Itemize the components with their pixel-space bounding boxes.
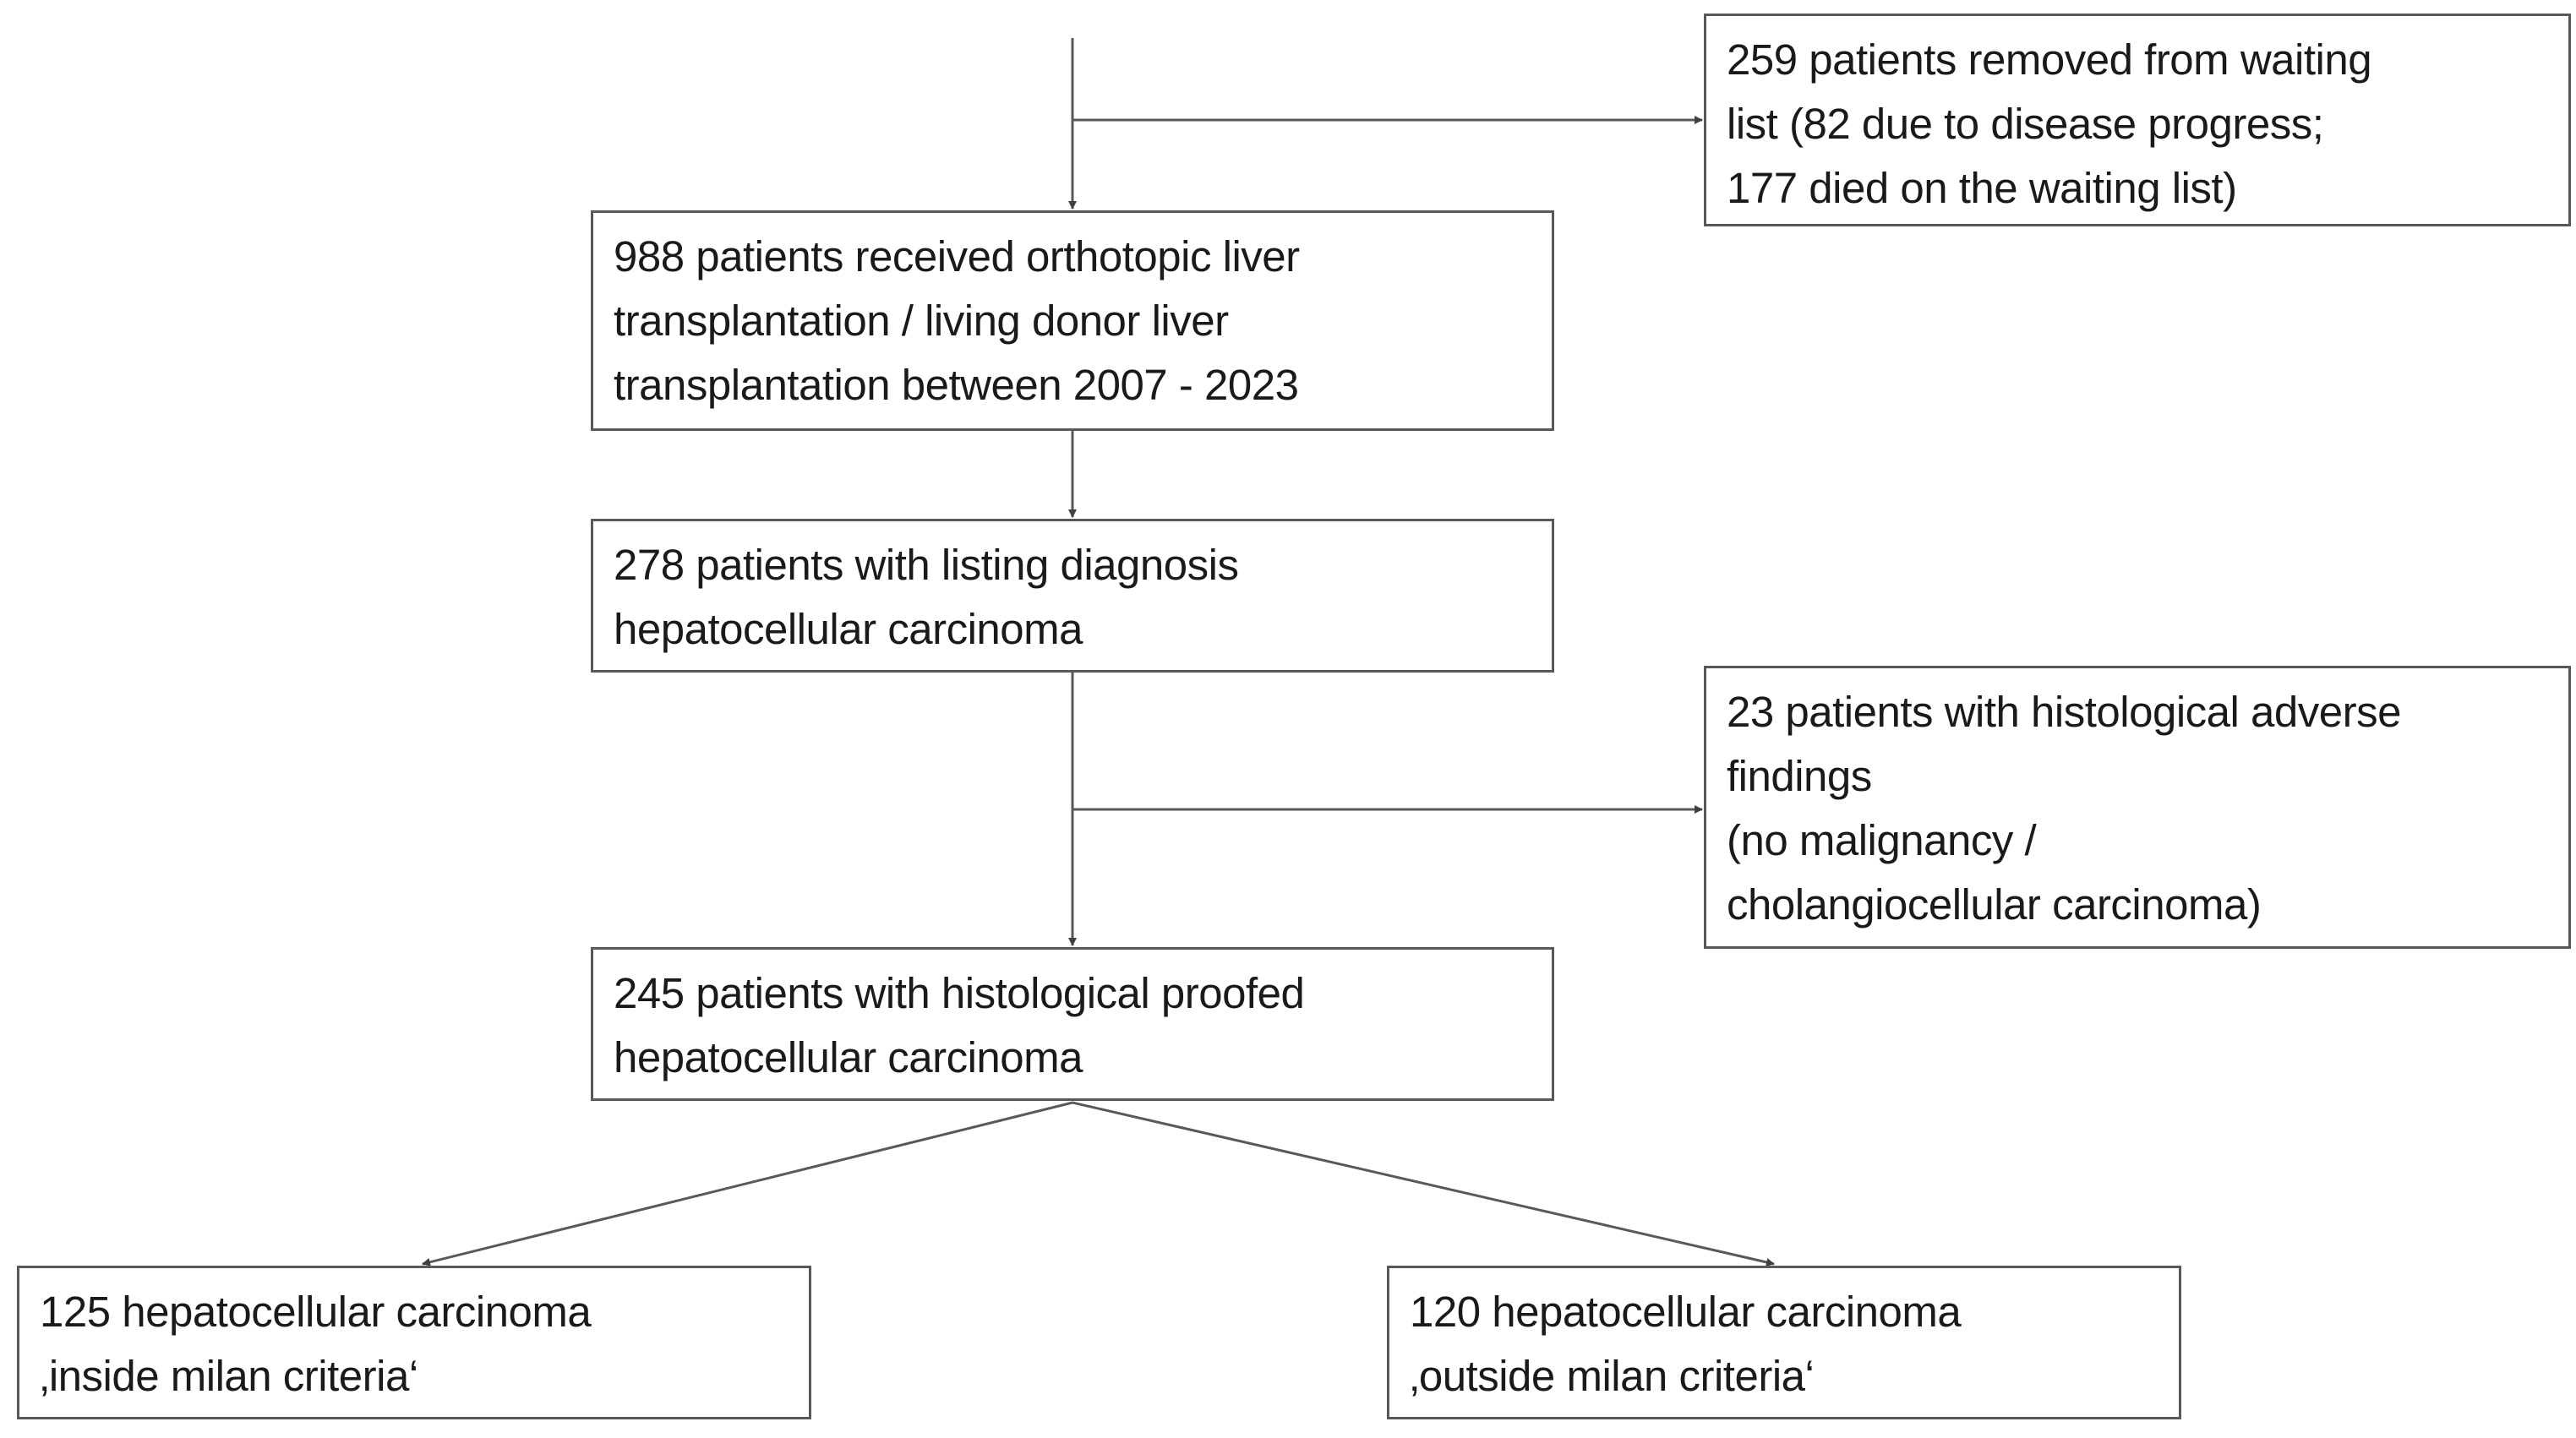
adverse-line-2: findings	[1727, 752, 1872, 800]
outside-milan-criteria-box: 120 hepatocellular carcinoma ‚outside mi…	[1387, 1266, 2181, 1419]
adverse-line-3: (no malignancy /	[1727, 816, 2037, 864]
transplantation-box: 988 patients received orthotopic liver t…	[591, 210, 1554, 431]
outside-line-2: ‚outside milan criteria‘	[1410, 1352, 1815, 1400]
listing-line-1: 278 patients with listing diagnosis	[614, 541, 1239, 589]
inside-line-2: ‚inside milan criteria‘	[40, 1352, 418, 1400]
histological-proofed-box: 245 patients with histological proofed h…	[591, 947, 1554, 1101]
listing-diagnosis-box: 278 patients with listing diagnosis hepa…	[591, 519, 1554, 673]
removed-line-3: 177 died on the waiting list)	[1727, 164, 2237, 212]
outside-line-1: 120 hepatocellular carcinoma	[1410, 1288, 1962, 1336]
transplant-line-2: transplantation / living donor liver	[614, 297, 1229, 345]
removed-line-1: 259 patients removed from waiting	[1727, 35, 2372, 84]
proofed-line-1: 245 patients with histological proofed	[614, 969, 1305, 1017]
inside-milan-criteria-box: 125 hepatocellular carcinoma ‚inside mil…	[17, 1266, 811, 1419]
arrow-to-outside	[1072, 1101, 1775, 1266]
inside-line-1: 125 hepatocellular carcinoma	[40, 1288, 592, 1336]
proofed-line-2: hepatocellular carcinoma	[614, 1033, 1083, 1081]
removed-line-2: list (82 due to disease progress;	[1727, 100, 2324, 148]
listing-line-2: hepatocellular carcinoma	[614, 605, 1083, 653]
adverse-line-1: 23 patients with histological adverse	[1727, 688, 2401, 736]
arrow-to-inside	[422, 1101, 1073, 1266]
removed-from-waiting-list-box: 259 patients removed from waiting list (…	[1704, 14, 2571, 226]
transplant-line-1: 988 patients received orthotopic liver	[614, 232, 1300, 281]
transplant-line-3: transplantation between 2007 - 2023	[614, 361, 1299, 409]
adverse-findings-box: 23 patients with histological adverse fi…	[1704, 666, 2571, 949]
adverse-line-4: cholangiocellular carcinoma)	[1727, 880, 2262, 929]
